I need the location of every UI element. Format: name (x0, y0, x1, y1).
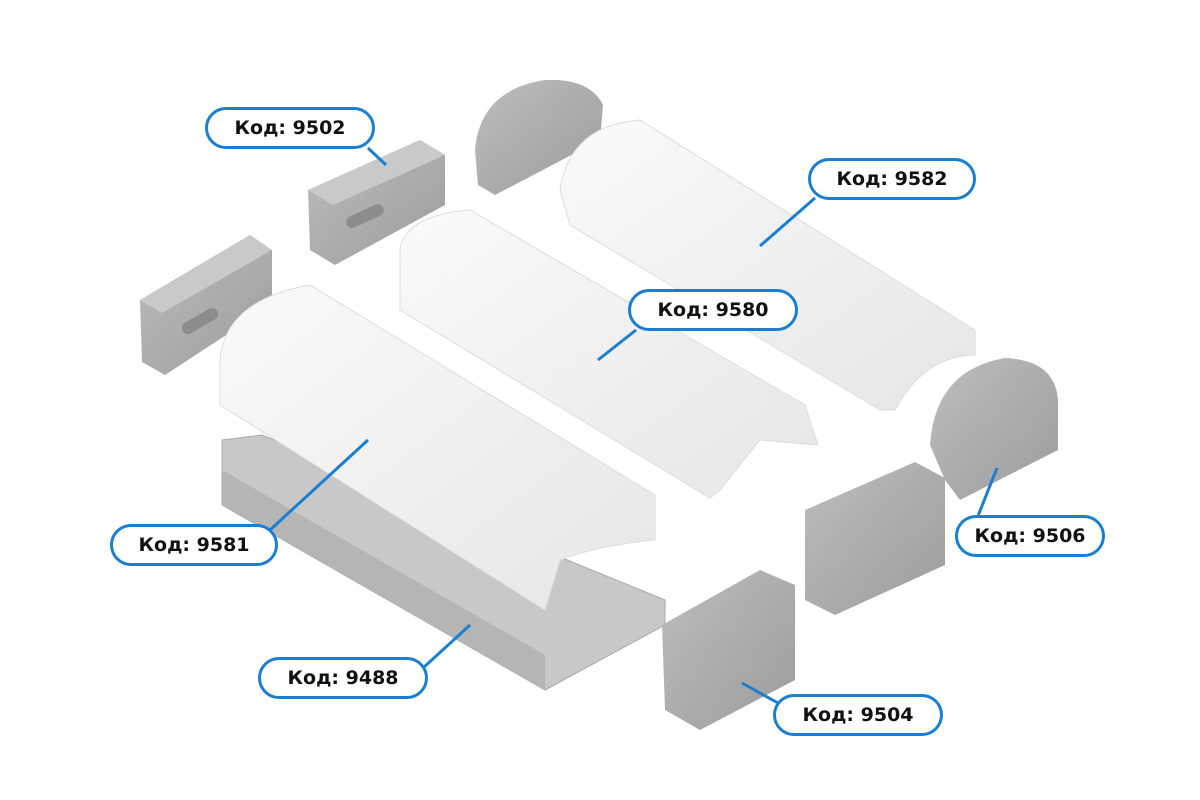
label-9581: Код: 9581 (110, 524, 278, 566)
end-cap-9504 (662, 570, 795, 730)
end-cap-9502 (308, 140, 445, 265)
label-9582: Код: 9582 (808, 158, 976, 200)
label-9488: Код: 9488 (258, 657, 428, 699)
diffuser-9582 (559, 119, 976, 411)
round-end-cap-9506 (930, 358, 1058, 500)
label-9506: Код: 9506 (955, 515, 1105, 557)
end-cap-left (140, 235, 272, 375)
round-end-cap-top (475, 79, 603, 195)
label-9502: Код: 9502 (205, 107, 375, 149)
label-9580: Код: 9580 (628, 289, 798, 331)
label-9504: Код: 9504 (773, 694, 943, 736)
end-cap-right (805, 462, 945, 615)
leader-lines (268, 146, 999, 705)
diffuser-9581 (219, 284, 656, 611)
diffuser-9580 (399, 209, 819, 499)
